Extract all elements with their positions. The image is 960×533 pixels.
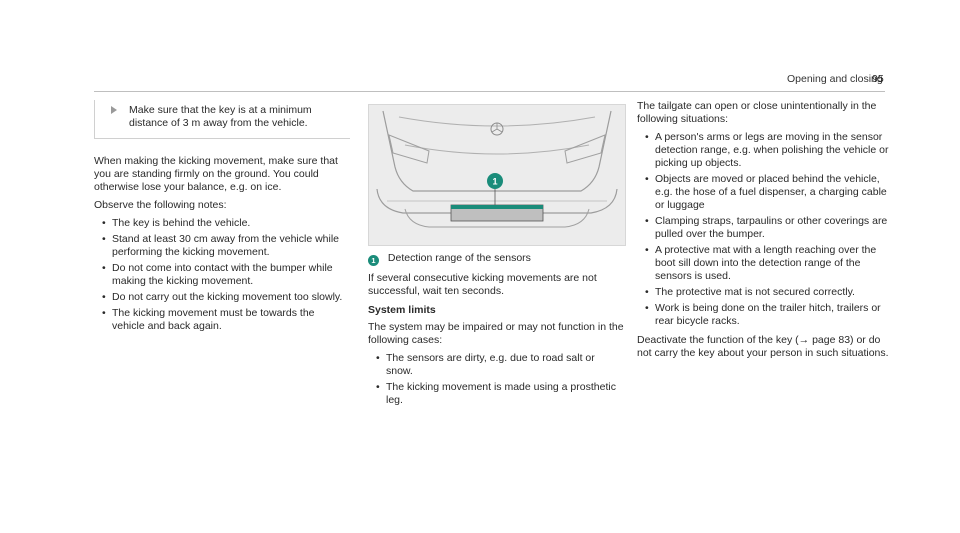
list-item: The kicking movement is made using a pro… — [368, 381, 624, 407]
note-text: Make sure that the key is at a minimum d… — [129, 104, 312, 129]
list-item: Work is being done on the trailer hitch,… — [637, 302, 893, 328]
vehicle-rear-illustration: 1 — [368, 104, 626, 246]
column-middle: 1 1 Detection range of the sensors If se… — [368, 100, 626, 413]
list-item: The kicking movement must be towards the… — [94, 307, 350, 333]
column-right: The tailgate can open or close unintenti… — [637, 100, 893, 365]
paragraph: The system may be impaired or may not fu… — [368, 321, 624, 346]
arrow-right-icon — [111, 106, 117, 114]
list-item: The key is behind the vehicle. — [94, 217, 350, 230]
callout-badge-inline: 1 — [368, 255, 379, 266]
bullet-list: A person's arms or legs are moving in th… — [637, 131, 893, 328]
list-item: The protective mat is not secured correc… — [637, 286, 893, 299]
paragraph: When making the kicking movement, make s… — [94, 155, 338, 193]
list-item: A protective mat with a length reaching … — [637, 244, 893, 283]
list-item: The sensors are dirty, e.g. due to road … — [368, 352, 624, 378]
figure-caption: 1 Detection range of the sensors — [368, 252, 624, 266]
list-item: A person's arms or legs are moving in th… — [637, 131, 893, 170]
paragraph: Observe the following notes: — [94, 199, 227, 211]
list-item: Stand at least 30 cm away from the vehic… — [94, 233, 350, 259]
paragraph: If several consecutive kicking movements… — [368, 272, 597, 297]
callout-badge — [487, 173, 503, 189]
column-left: Make sure that the key is at a minimum d… — [94, 100, 350, 339]
list-item: Do not carry out the kicking movement to… — [94, 291, 350, 304]
list-item: Clamping straps, tarpaulins or other cov… — [637, 215, 893, 241]
page-header-title: Opening and closing — [787, 73, 883, 85]
list-item: Do not come into contact with the bumper… — [94, 262, 350, 288]
header-rule — [94, 91, 885, 92]
bullet-list: The sensors are dirty, e.g. due to road … — [368, 352, 624, 407]
page-number: 95 — [872, 73, 884, 85]
section-heading: System limits — [368, 304, 436, 316]
callout-number: 1 — [492, 177, 497, 187]
caption-text: Detection range of the sensors — [387, 252, 531, 264]
paragraph: The tailgate can open or close unintenti… — [637, 100, 877, 125]
paragraph: Deactivate the function of the key (→ pa… — [637, 334, 889, 359]
list-item: Objects are moved or placed behind the v… — [637, 173, 893, 212]
bullet-list: The key is behind the vehicle. Stand at … — [94, 217, 350, 333]
car-rear-drawing: 1 — [376, 110, 618, 228]
note-box: Make sure that the key is at a minimum d… — [94, 100, 350, 139]
